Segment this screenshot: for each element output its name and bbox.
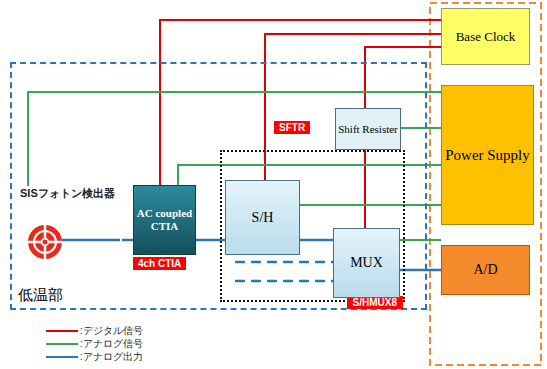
- analog-signal-wire: [178, 165, 441, 185]
- node-text: Base Clock: [456, 29, 516, 45]
- node-text: AC coupled CTIA: [134, 207, 195, 232]
- digital-signal-wire: [160, 20, 441, 185]
- analog-output-wire: [300, 239, 333, 242]
- legend-line-sample: [46, 343, 78, 345]
- node-text: S/H: [252, 210, 274, 226]
- room-temperature-region: [430, 3, 541, 365]
- analog-signal-wire: [400, 239, 441, 241]
- digital-signal-wire: [265, 34, 441, 180]
- node-text: Shift Resister: [338, 123, 398, 136]
- node-text: SISフォトン検出器: [18, 186, 122, 201]
- base-clock-box: Base Clock: [441, 8, 530, 65]
- digital-signal-wire: [364, 150, 366, 228]
- analog-signal-wire: [300, 204, 441, 206]
- legend-text: :アナログ信号: [80, 337, 143, 351]
- sample-hold-box: S/H: [225, 180, 300, 255]
- analog-output-wire-dashed: [235, 261, 333, 264]
- analog-output-wire: [400, 269, 441, 272]
- analog-output-wire-dashed: [235, 280, 333, 283]
- digital-signal-wire: [365, 47, 441, 108]
- sample-hold-mux-group: S/HMUX8S/HMUX: [220, 150, 405, 302]
- power-supply-box: Power Supply: [441, 85, 534, 225]
- legend-line-sample: [46, 330, 78, 332]
- shift-register-box: Shift Resister: [335, 108, 401, 150]
- legend-text: :アナログ出力: [80, 350, 143, 364]
- mux-box: MUX: [333, 228, 400, 298]
- channel-tag: 4ch CTIA: [133, 257, 186, 270]
- legend-line-sample: [46, 356, 78, 358]
- node-text: Power Supply: [445, 146, 530, 164]
- module-tag: SFTR: [274, 121, 310, 134]
- legend-text: :デジタル信号: [80, 324, 143, 338]
- node-text: 低温部: [18, 286, 63, 305]
- node-text: A/D: [473, 262, 497, 278]
- analog-output-wire: [122, 239, 133, 242]
- cryogenic-region: 低温部SISフォトン検出器AC coupled CTIAS/HMUX8S/HMU…: [10, 62, 427, 310]
- node-text: MUX: [350, 255, 383, 271]
- ad-converter-box: A/D: [441, 245, 530, 295]
- analog-signal-wire: [401, 127, 441, 129]
- analog-signal-wire: [28, 92, 441, 186]
- detector-junction: [41, 238, 49, 246]
- analog-output-wire: [62, 239, 120, 242]
- detector-junction-core: [43, 240, 48, 245]
- ctia-box: AC coupled CTIA: [133, 185, 196, 255]
- sis-photon-detector: SISフォトン検出器: [18, 186, 122, 260]
- detector-icon: [26, 223, 64, 261]
